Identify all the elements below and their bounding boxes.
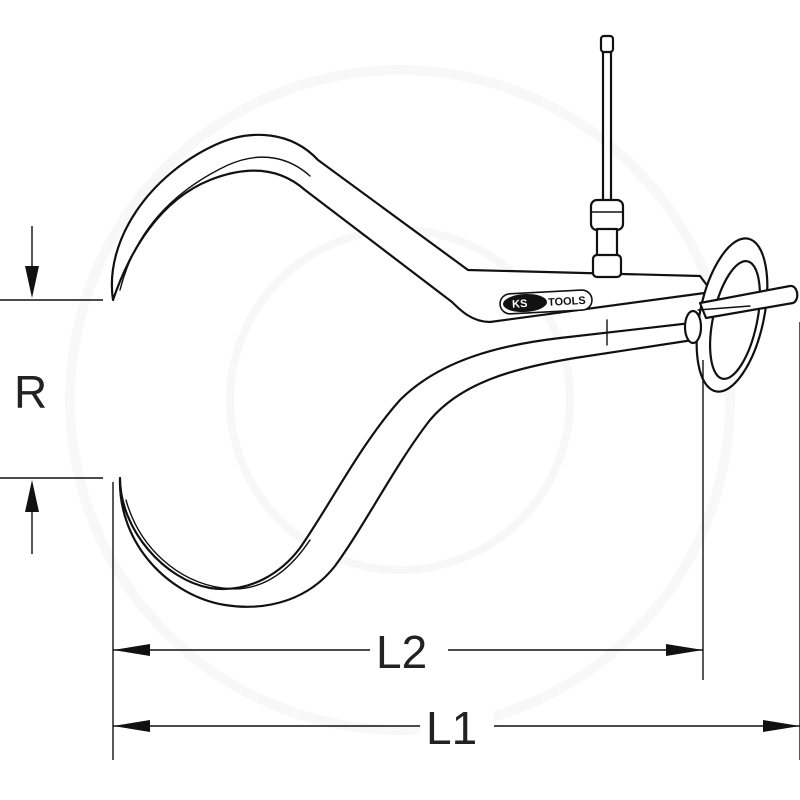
l1-dimension: L1 [113, 702, 800, 754]
screw-rod [601, 46, 613, 204]
screw-tip [599, 34, 615, 54]
lower-jaw [118, 320, 708, 608]
upper-jaw [110, 133, 714, 324]
upper-jaw-edge [119, 156, 311, 291]
screw-base [591, 253, 623, 279]
screw-sleeve [595, 227, 619, 259]
l2-label: L2 [376, 626, 427, 678]
pivot-rod-line [697, 305, 751, 311]
logo-ks: KS [512, 298, 528, 311]
ks-tools-logo: KS TOOLS [499, 289, 593, 315]
screw-nut [589, 198, 625, 232]
radius-dimension: R [0, 226, 103, 554]
radius-label: R [14, 366, 47, 418]
lower-jaw-edge [125, 499, 311, 590]
logo-tools: TOOLS [548, 295, 586, 309]
pivot-rod [698, 284, 799, 320]
pivot-knob [683, 309, 703, 345]
l2-dimension: L2 [113, 626, 703, 678]
l1-label: L1 [426, 702, 477, 754]
